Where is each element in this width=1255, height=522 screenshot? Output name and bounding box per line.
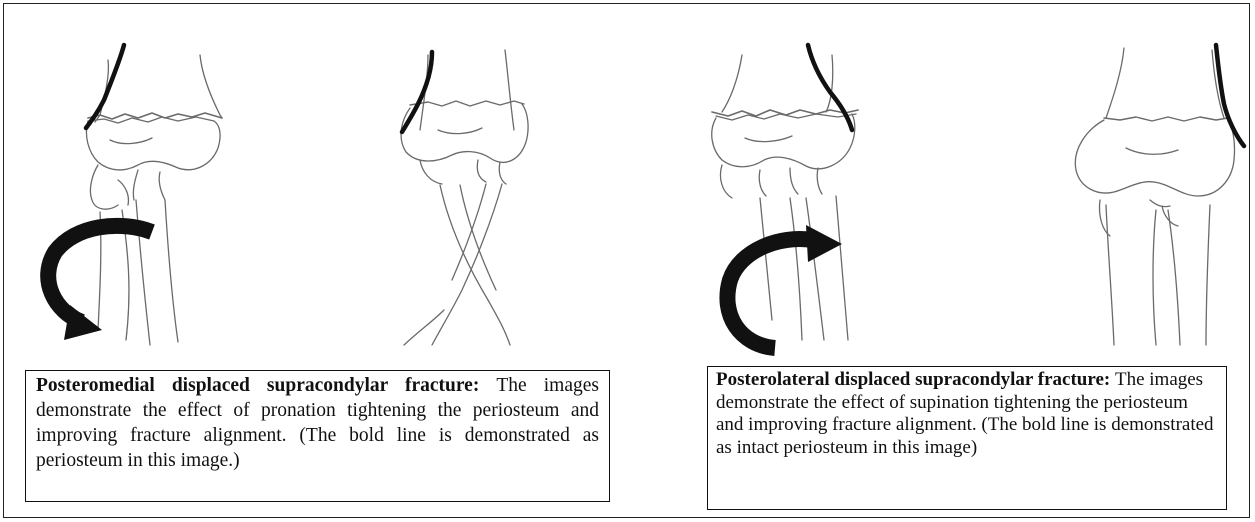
periosteum-bold-line [808, 45, 852, 130]
periosteum-bold-line [1216, 45, 1244, 146]
caption-title: Posterolateral displaced supracondylar f… [716, 369, 1115, 390]
caption-posterolateral: Posterolateral displaced supracondylar f… [707, 366, 1227, 510]
periosteum-bold-line [86, 45, 124, 128]
caption-title: Posteromedial displaced supracondylar fr… [36, 375, 496, 396]
caption-posteromedial: Posteromedial displaced supracondylar fr… [25, 370, 610, 502]
supination-arrow-icon [727, 225, 842, 348]
elbow-drawing-posterolateral-supinated [1075, 48, 1234, 345]
